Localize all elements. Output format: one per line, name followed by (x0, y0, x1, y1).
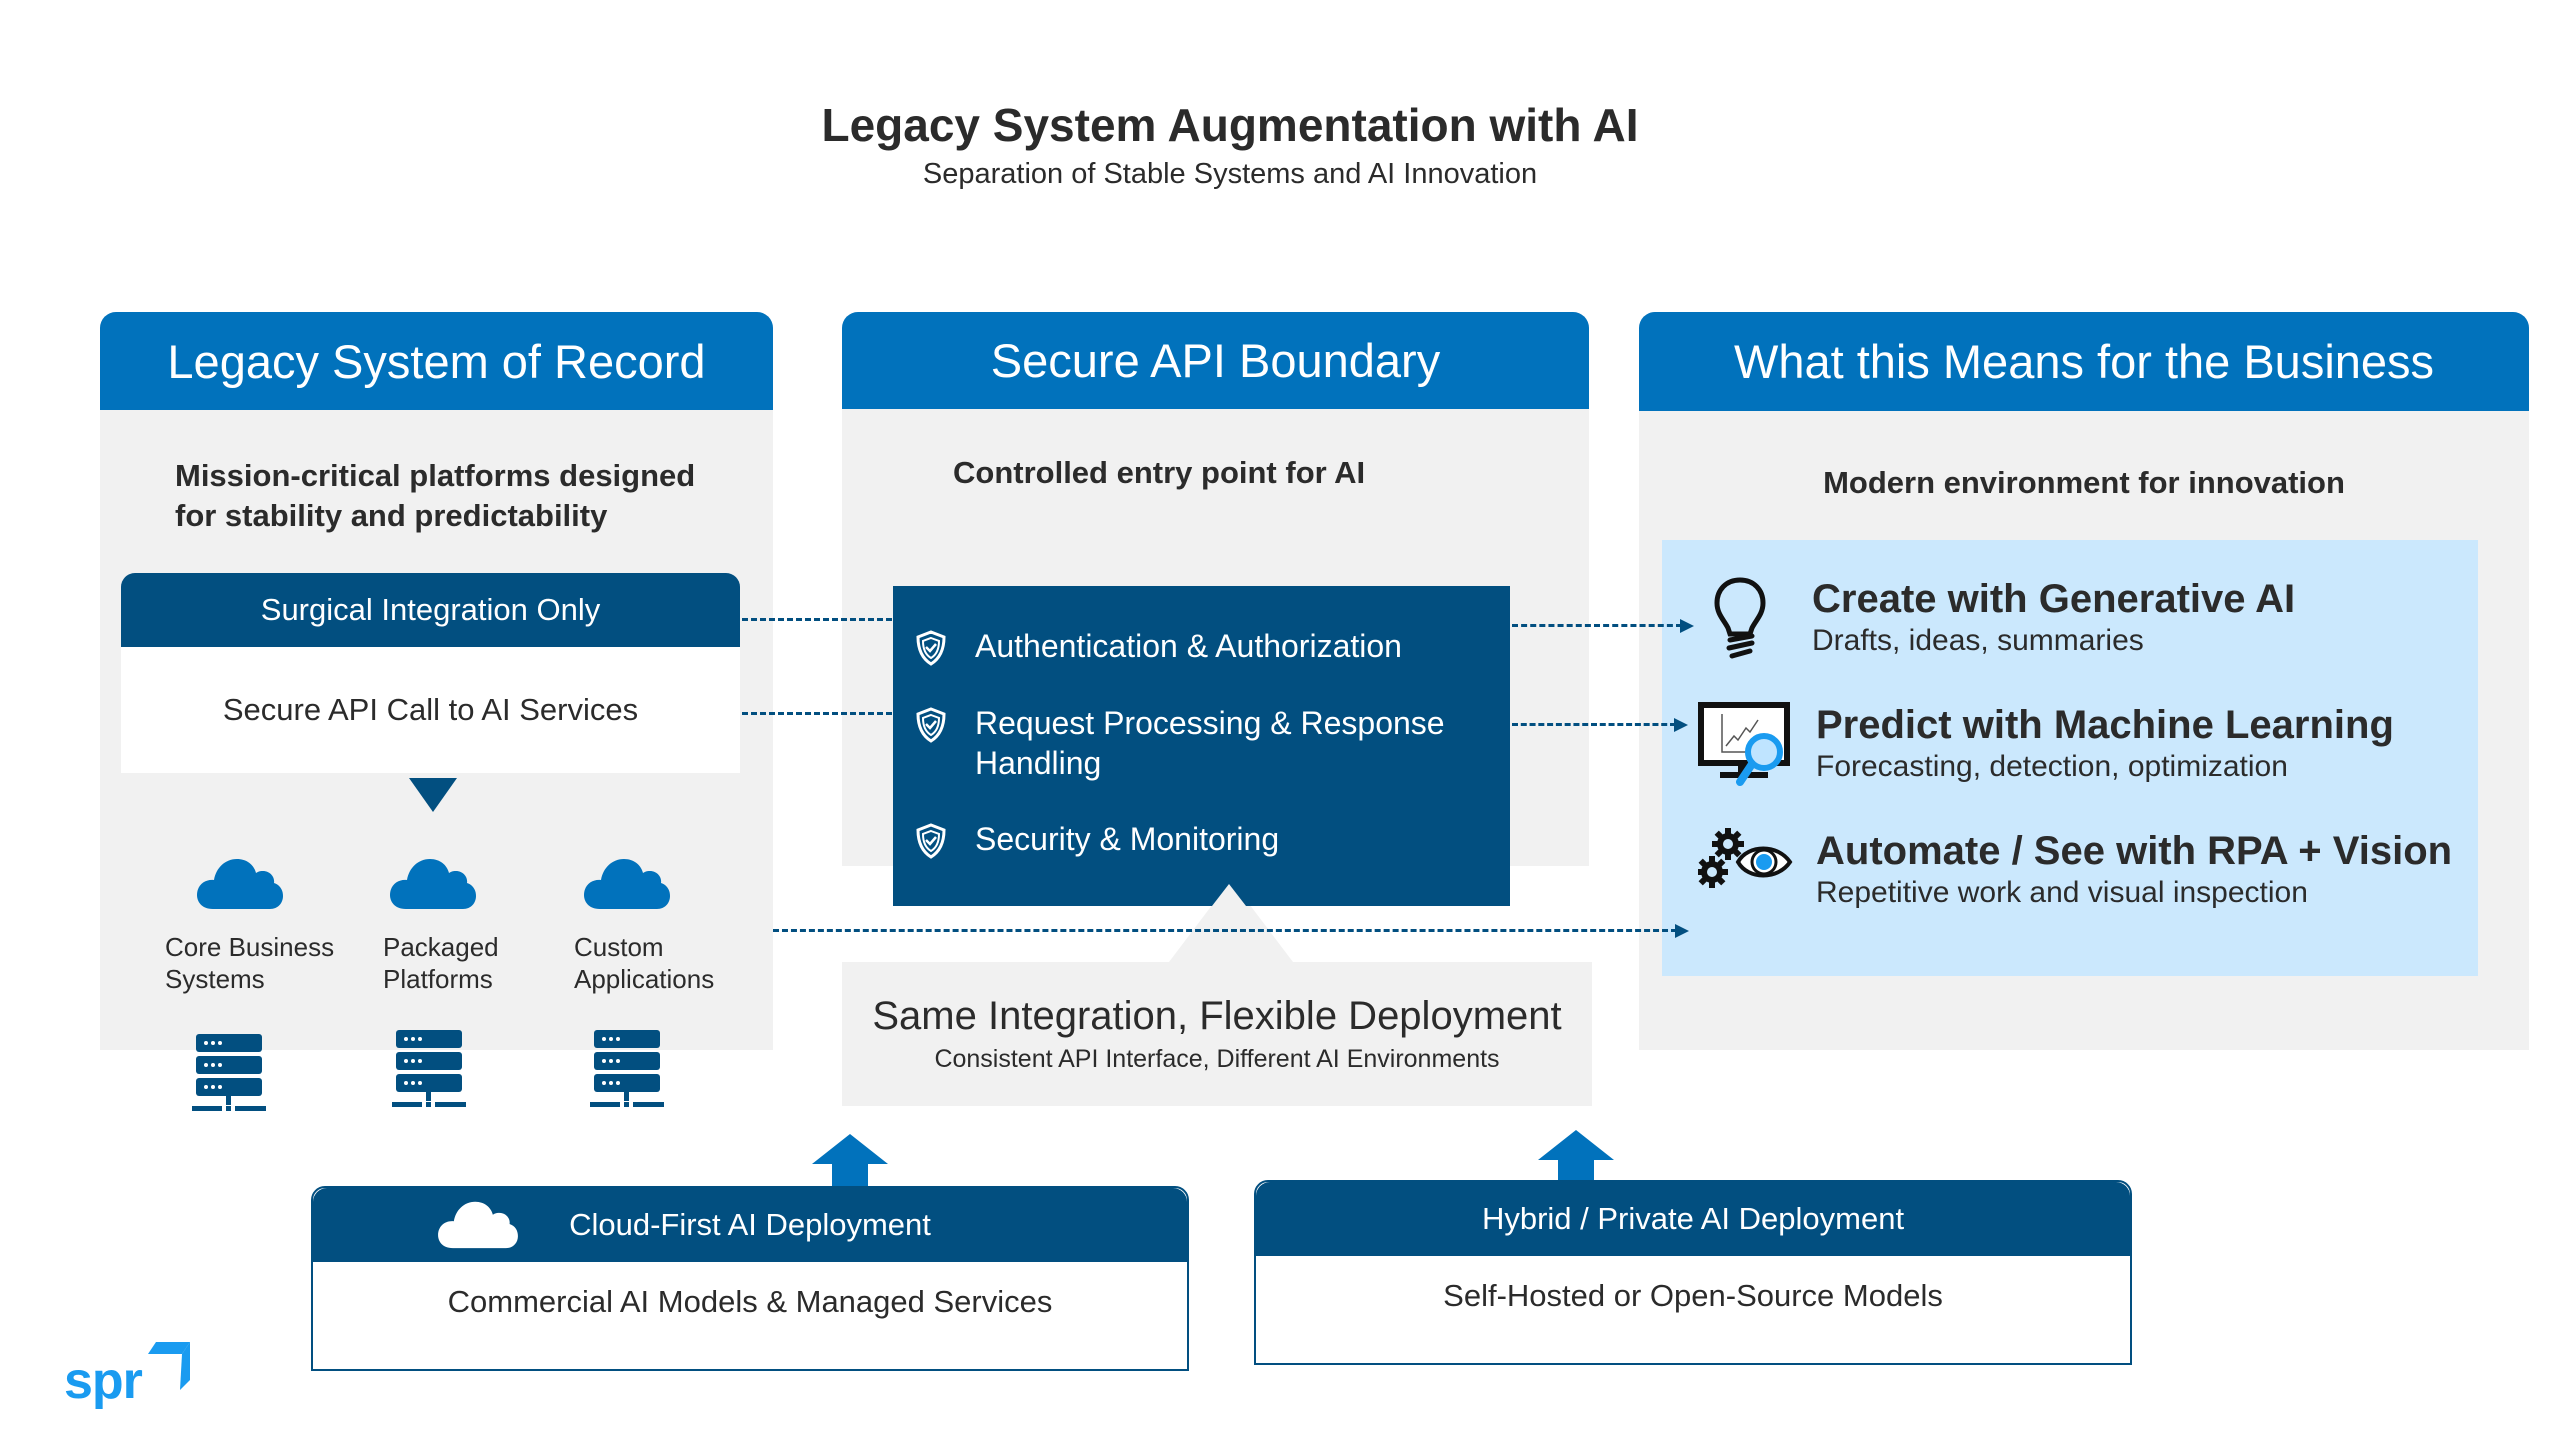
arrow-head-icon (1680, 619, 1694, 633)
api-item-label: Authentication & Authorization (975, 628, 1402, 664)
secure-api-call-box: Secure API Call to AI Services (121, 647, 740, 773)
api-item-security: Security & Monitoring (915, 819, 1279, 859)
flex-title: Same Integration, Flexible Deployment (872, 994, 1562, 1038)
connector-api-to-ml (1512, 723, 1676, 726)
system-label-line2: Systems (165, 964, 265, 994)
cloud-first-label: Cloud-First AI Deployment (569, 1207, 931, 1242)
capability-subtitle: Drafts, ideas, summaries (1812, 624, 2144, 657)
business-lead: Modern environment for innovation (1823, 465, 2345, 500)
cloud-icon (390, 859, 476, 909)
logo-text: spr (64, 1352, 143, 1410)
cloud-first-heading: Cloud-First AI Deployment (313, 1188, 1187, 1262)
lightbulb-icon (1714, 577, 1766, 659)
connector-api-to-genai (1512, 624, 1682, 627)
shield-check-icon (916, 630, 946, 666)
shield-check-icon (916, 823, 946, 859)
cloud-icon (438, 1201, 518, 1249)
up-arrow-icon (812, 1134, 888, 1188)
system-packaged-platforms: Packaged Platforms (383, 855, 563, 995)
page-subtitle: Separation of Stable Systems and AI Inno… (922, 158, 1538, 190)
legacy-lead-line1: Mission-critical platforms designed (175, 458, 696, 493)
capability-title: Predict with Machine Learning (1816, 703, 2394, 747)
arrow-head-icon (1674, 718, 1688, 732)
cloud-first-body: Commercial AI Models & Managed Services (447, 1284, 1053, 1319)
system-label-line1: Custom (574, 932, 664, 962)
capability-subtitle: Repetitive work and visual inspection (1816, 876, 2308, 909)
cloud-icon (584, 859, 670, 909)
flex-deployment-box: Same Integration, Flexible Deployment Co… (842, 962, 1592, 1106)
capability-machine-learning: Predict with Machine Learning Forecastin… (1698, 702, 2394, 788)
capability-rpa-vision: Automate / See with RPA + Vision Repetit… (1698, 828, 2452, 912)
business-card-heading: What this Means for the Business (1639, 312, 2529, 411)
surgical-integration-heading: Surgical Integration Only (121, 573, 740, 647)
server-icon (590, 1030, 664, 1107)
up-arrow-icon (1538, 1130, 1614, 1184)
monitor-chart-magnifier-icon (1698, 702, 1790, 786)
api-box-notch (1212, 884, 1246, 906)
legacy-card-heading: Legacy System of Record (100, 312, 773, 410)
legacy-lead: Mission-critical platforms designed for … (175, 456, 735, 536)
connector-surgical-to-api (742, 618, 892, 621)
hybrid-private-deployment: Hybrid / Private AI Deployment Self-Host… (1254, 1180, 2132, 1365)
hybrid-private-body: Self-Hosted or Open-Source Models (1443, 1278, 1943, 1313)
api-lead: Controlled entry point for AI (953, 455, 1366, 490)
api-card-heading: Secure API Boundary (842, 312, 1589, 409)
logo-mark-icon (147, 1342, 190, 1390)
hybrid-private-heading: Hybrid / Private AI Deployment (1256, 1182, 2130, 1256)
api-item-request-processing: Request Processing & Response Handling (915, 703, 1445, 783)
cloud-icon (197, 859, 283, 909)
api-item-label: Security & Monitoring (975, 821, 1280, 857)
system-core-business: Core Business Systems (165, 855, 345, 995)
connector-legacy-to-rpa (773, 929, 1677, 932)
capability-generative-ai: Create with Generative AI Drafts, ideas,… (1712, 576, 2295, 662)
api-item-label-line2: Handling (975, 745, 1102, 781)
system-label-line2: Platforms (383, 964, 493, 994)
page-title: Legacy System Augmentation with AI (821, 99, 1639, 151)
capability-subtitle: Forecasting, detection, optimization (1816, 750, 2288, 783)
down-triangle-icon (409, 778, 457, 812)
legacy-lead-line2: for stability and predictability (175, 498, 608, 533)
system-label-line1: Packaged (383, 932, 499, 962)
gears-eye-icon (1698, 828, 1793, 888)
api-functions-box: Authentication & Authorization Request P… (893, 586, 1510, 906)
business-capabilities-panel: Create with Generative AI Drafts, ideas,… (1662, 540, 2478, 976)
system-label-line2: Applications (574, 964, 715, 994)
connector-secure-call-to-api (742, 712, 892, 715)
system-custom-applications: Custom Applications (574, 855, 754, 995)
capability-title: Create with Generative AI (1812, 577, 2296, 621)
server-icon (192, 1034, 266, 1111)
cloud-first-deployment: Cloud-First AI Deployment Commercial AI … (311, 1186, 1189, 1371)
spr-logo: spr (64, 1340, 192, 1410)
shield-check-icon (916, 707, 946, 743)
capability-title: Automate / See with RPA + Vision (1816, 829, 2453, 873)
system-label-line1: Core Business (165, 932, 335, 962)
api-item-auth: Authentication & Authorization (915, 626, 1402, 666)
flex-subtitle: Consistent API Interface, Different AI E… (934, 1045, 1500, 1073)
api-item-label-line1: Request Processing & Response (975, 705, 1445, 741)
server-icon (392, 1030, 466, 1107)
arrow-head-icon (1675, 924, 1689, 938)
